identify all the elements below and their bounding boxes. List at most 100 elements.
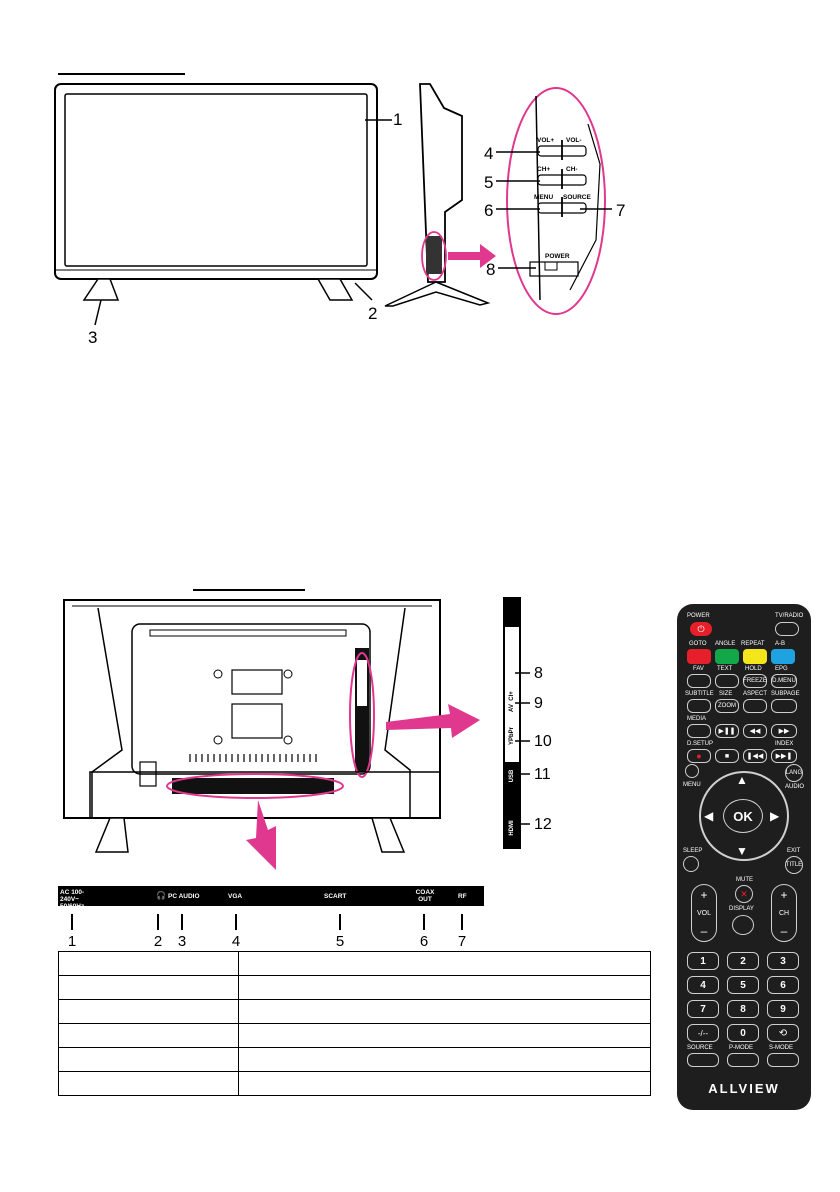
remote-label-subpage: SUBPAGE <box>771 691 800 697</box>
menu-round-button[interactable] <box>685 764 699 778</box>
remote-control: POWER ⏻ TV/RADIO GOTO ANGLE REPEAT A-B F… <box>677 604 811 1110</box>
lang-button[interactable]: LANG <box>785 764 803 782</box>
tv-radio-button[interactable] <box>775 622 799 636</box>
label-vol-minus: VOL- <box>566 137 582 144</box>
number-button-1[interactable]: 1 <box>687 952 719 970</box>
remote-label-menu: MENU <box>683 782 701 788</box>
record-button[interactable]: ● <box>687 749 711 763</box>
next-button[interactable]: ▶▶❚ <box>771 749 797 763</box>
ch-rocker[interactable]: + CH – <box>771 884 797 942</box>
remote-label-index: INDEX <box>775 741 794 747</box>
title-button[interactable]: TITLE <box>785 856 803 874</box>
callout-bottom-3: 3 <box>177 933 187 950</box>
table-row <box>58 1047 651 1072</box>
number-button-4[interactable]: 4 <box>687 976 719 994</box>
rear-side-ports-ellipse <box>349 652 375 778</box>
arrow-down-icon[interactable]: ▼ <box>736 844 748 858</box>
rear-view-heading-rule <box>193 589 305 591</box>
tv-side-stand <box>384 281 491 307</box>
callout-bottom-7: 7 <box>457 933 467 950</box>
number-button-2[interactable]: 2 <box>727 952 759 970</box>
number-button-7[interactable]: 7 <box>687 1000 719 1018</box>
fast-forward-button[interactable]: ▶▶ <box>771 724 797 738</box>
arrow-right-icon[interactable]: ▶ <box>770 809 780 823</box>
label-vol-plus: VOL+ <box>537 137 555 144</box>
tv-front-screen <box>64 93 368 267</box>
zoom-arrow <box>448 244 496 268</box>
media-button[interactable] <box>687 724 711 738</box>
rear-bottom-arrow <box>246 800 276 870</box>
number-button-8[interactable]: 8 <box>727 1000 759 1018</box>
remote-label-ch: CH <box>778 909 790 917</box>
rear-side-panel: CI+ AV YPbPr USB HDMI <box>503 597 521 849</box>
connector-spec-table <box>58 951 651 1096</box>
text-button[interactable] <box>715 674 739 688</box>
remote-label-pmode: P-MODE <box>729 1045 753 1051</box>
callout-rear-12: 12 <box>534 816 552 833</box>
conn-pc-audio: PC AUDIO <box>168 893 200 900</box>
display-button[interactable] <box>732 915 754 935</box>
stop-button[interactable]: ■ <box>715 749 739 763</box>
remote-label-size: SIZE <box>719 691 733 697</box>
p-mode-button[interactable] <box>727 1053 759 1067</box>
subtitle-button[interactable] <box>687 699 711 713</box>
green-key-button[interactable] <box>715 649 739 664</box>
callout-rear-8: 8 <box>534 665 543 682</box>
remote-label-smode: S-MODE <box>769 1045 793 1051</box>
s-mode-button[interactable] <box>767 1053 799 1067</box>
number-button-9[interactable]: 9 <box>767 1000 799 1018</box>
table-row <box>58 951 651 976</box>
label-ch-plus: CH+ <box>537 166 551 173</box>
callout-bottom-5: 5 <box>335 933 345 950</box>
vol-rocker[interactable]: + VOL – <box>691 884 717 942</box>
number-button-6[interactable]: 6 <box>767 976 799 994</box>
tv-side-highlight-ellipse <box>421 231 447 281</box>
sleep-button[interactable] <box>683 856 699 872</box>
subpage-button[interactable] <box>771 699 797 713</box>
callout-side-7: 7 <box>616 201 626 220</box>
dash-button[interactable]: -/-- <box>687 1024 719 1042</box>
aspect-button[interactable] <box>743 699 767 713</box>
number-button-0[interactable]: 0 <box>727 1024 759 1042</box>
freeze-button[interactable]: FREEZE <box>743 674 767 688</box>
remote-label-aspect: ASPECT <box>743 691 768 697</box>
remote-label-sleep: SLEEP <box>683 848 703 854</box>
rear-side-arrow <box>386 704 480 738</box>
source-button[interactable] <box>687 1053 719 1067</box>
number-button-5[interactable]: 5 <box>727 976 759 994</box>
label-ch-minus: CH- <box>566 166 578 173</box>
previous-button[interactable]: ❚◀◀ <box>743 749 767 763</box>
front-view-heading-rule <box>58 73 185 75</box>
rewind-button[interactable]: ◀◀ <box>743 724 767 738</box>
power-button[interactable]: ⏻ <box>690 622 712 636</box>
callout-front-3: 3 <box>88 328 98 347</box>
red-key-button[interactable] <box>687 649 711 664</box>
callout-rear-11: 11 <box>534 766 551 783</box>
conn-vga: VGA <box>228 893 243 900</box>
play-pause-button[interactable]: ▶❚❚ <box>715 724 739 738</box>
number-button-3[interactable]: 3 <box>767 952 799 970</box>
dmenu-button[interactable]: D.MENU <box>771 674 797 688</box>
yellow-key-button[interactable] <box>743 649 767 664</box>
arrow-left-icon[interactable]: ◀ <box>704 809 714 823</box>
callout-side-4: 4 <box>484 144 494 163</box>
tv-front-right-foot <box>316 278 354 301</box>
mute-button[interactable]: ✕ <box>735 885 753 903</box>
zoom-button[interactable]: ZOOM <box>715 699 739 713</box>
table-row <box>58 999 651 1024</box>
remote-label-exit: EXIT <box>787 848 801 854</box>
remote-label-vol: VOL <box>696 909 711 917</box>
conn-scart: SCART <box>324 893 347 900</box>
tv-side-profile <box>419 83 463 283</box>
ok-button[interactable]: OK <box>723 799 763 833</box>
label-menu: MENU <box>534 194 554 201</box>
arrow-up-icon[interactable]: ▲ <box>736 773 748 787</box>
remote-label-tv-radio: TV/RADIO <box>775 613 804 619</box>
conn-coax: COAX OUT <box>415 889 435 903</box>
fav-button[interactable] <box>687 674 711 688</box>
remote-label-mute: MUTE <box>736 877 753 883</box>
recall-icon[interactable]: ⟲ <box>767 1024 799 1042</box>
blue-key-button[interactable] <box>771 649 795 664</box>
table-row <box>58 1071 651 1096</box>
remote-label-ab: A-B <box>775 641 786 647</box>
